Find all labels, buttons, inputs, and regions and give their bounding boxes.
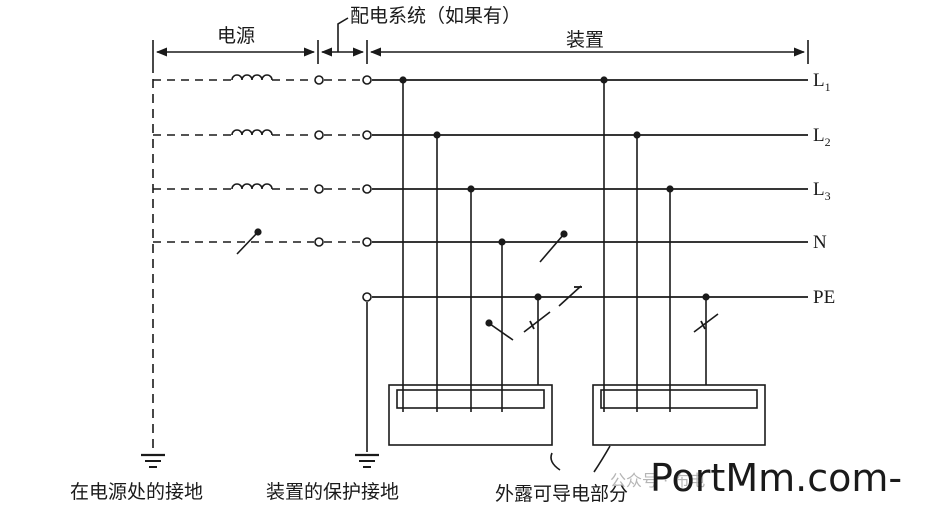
installation-conductors xyxy=(372,79,808,298)
watermark-main: PortMm.com- xyxy=(650,456,902,500)
label-installation-protective-earthing: 装置的保护接地 xyxy=(266,481,399,503)
label-exposed-conductive-parts: 外露可导电部分 xyxy=(495,483,628,505)
watermark-faint: 公众号 · 布电 xyxy=(610,471,705,490)
equipment-2 xyxy=(558,80,766,446)
installation-earth-line xyxy=(355,302,379,468)
source-side-lines xyxy=(153,79,362,243)
source-windings xyxy=(231,74,273,190)
equipment-1 xyxy=(388,80,565,446)
label-distribution-system: 配电系统（如果有） xyxy=(350,5,521,27)
source-neutral-impedance xyxy=(236,231,259,255)
junction-dots xyxy=(254,76,710,327)
label-l2: L2 xyxy=(813,125,831,149)
label-source-earthing: 在电源处的接地 xyxy=(70,481,203,503)
label-l1: L1 xyxy=(813,70,831,94)
label-leaders xyxy=(550,445,611,473)
label-installation: 装置 xyxy=(566,29,604,51)
label-n: N xyxy=(813,232,827,253)
switch-ticks xyxy=(529,286,706,330)
label-pe: PE xyxy=(813,287,835,308)
dimension-lines xyxy=(152,17,809,64)
source-earth-symbol xyxy=(141,453,165,468)
label-l3: L3 xyxy=(813,179,831,203)
label-power-source: 电源 xyxy=(217,25,255,47)
terminals xyxy=(314,75,372,302)
